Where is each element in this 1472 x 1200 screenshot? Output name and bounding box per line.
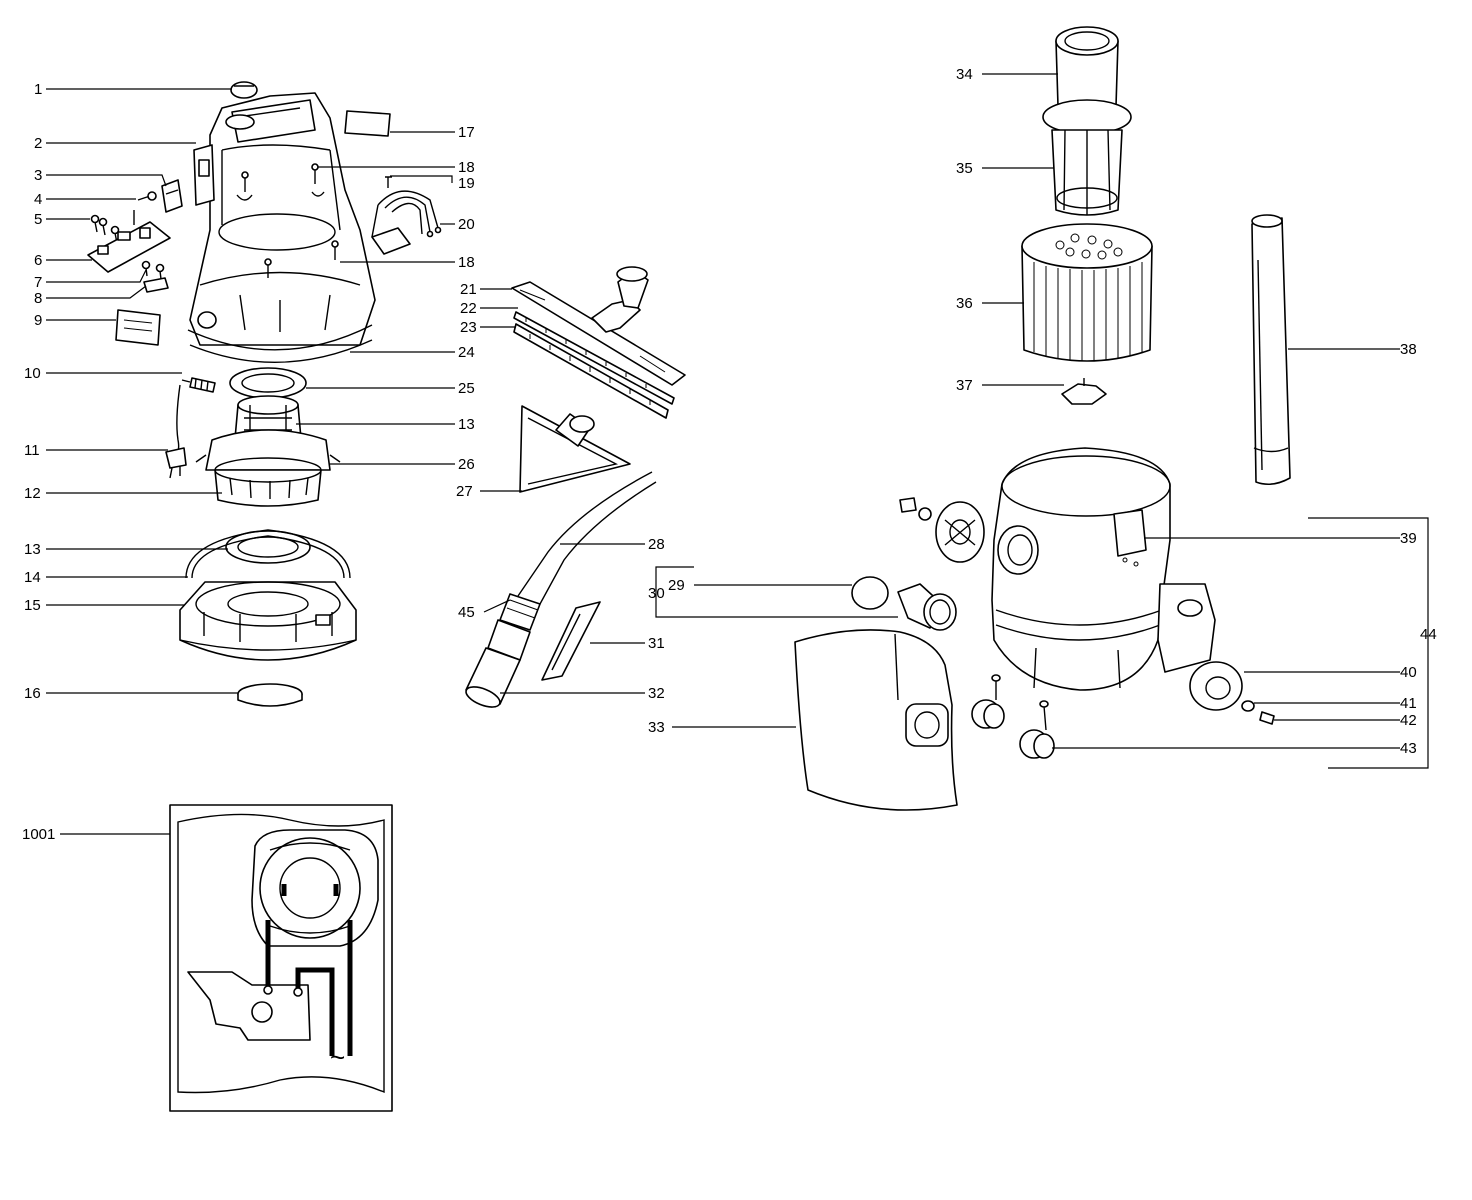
label-21: 21 bbox=[460, 281, 477, 298]
label-38: 38 bbox=[1400, 341, 1417, 358]
part-34-filter-cap bbox=[1055, 26, 1119, 107]
label-28: 28 bbox=[648, 536, 665, 553]
label-23: 23 bbox=[460, 319, 477, 336]
part-23-brush-strip bbox=[513, 323, 669, 419]
part-12-fan-housing bbox=[214, 457, 322, 507]
label-15: 15 bbox=[24, 597, 41, 614]
label-11: 11 bbox=[24, 442, 40, 459]
part-7-screws bbox=[141, 260, 165, 280]
label-2: 2 bbox=[34, 135, 42, 152]
label-27: 27 bbox=[456, 483, 473, 500]
part-21-floor-nozzle bbox=[511, 266, 686, 386]
label-1: 1 bbox=[34, 81, 42, 98]
label-35: 35 bbox=[956, 160, 973, 177]
ac-symbol: ~ bbox=[330, 1042, 345, 1072]
part-4-screw bbox=[137, 191, 157, 201]
part-28-hose bbox=[517, 471, 657, 605]
label-22: 22 bbox=[460, 300, 477, 317]
label-7: 7 bbox=[34, 274, 42, 291]
part-17-sticker bbox=[344, 110, 391, 137]
part-36-cartridge-filter bbox=[1021, 223, 1153, 362]
label-13-seal: 13 bbox=[24, 541, 41, 558]
label-34: 34 bbox=[956, 66, 973, 83]
part-1-knob bbox=[230, 81, 258, 99]
label-6: 6 bbox=[34, 252, 42, 269]
label-1001: 1001 bbox=[22, 826, 55, 843]
label-4: 4 bbox=[34, 191, 42, 208]
part-26-motor-bracket bbox=[195, 429, 341, 471]
part-10-cable-grommet bbox=[181, 377, 216, 393]
part-3-switch bbox=[161, 179, 183, 213]
part-18-screws bbox=[241, 163, 339, 278]
part-39-container bbox=[991, 447, 1216, 691]
label-8: 8 bbox=[34, 290, 42, 307]
label-42: 42 bbox=[1400, 712, 1417, 729]
label-17: 17 bbox=[458, 124, 475, 141]
part-41-washer bbox=[1241, 700, 1255, 712]
label-19: 19 bbox=[458, 175, 475, 192]
label-45: 45 bbox=[458, 604, 475, 621]
part-6-circuit-board bbox=[87, 210, 171, 273]
label-33: 33 bbox=[648, 719, 665, 736]
label-20: 20 bbox=[458, 216, 475, 233]
label-29: 29 bbox=[668, 577, 685, 594]
part-38-extension-tube bbox=[1251, 214, 1291, 486]
label-16: 16 bbox=[24, 685, 41, 702]
part-40-wheel bbox=[1189, 661, 1243, 711]
label-43: 43 bbox=[1400, 740, 1417, 757]
label-18-bottom: 18 bbox=[458, 254, 475, 271]
label-41: 41 bbox=[1400, 695, 1417, 712]
label-24: 24 bbox=[458, 344, 475, 361]
label-32: 32 bbox=[648, 685, 665, 702]
label-9: 9 bbox=[34, 312, 42, 329]
part-11-power-cord bbox=[165, 384, 187, 479]
part-labels: 1 2 3 4 5 6 7 8 9 10 11 12 13 13 14 15 1… bbox=[22, 66, 1437, 843]
part-29-filter-pad bbox=[851, 576, 889, 610]
label-3: 3 bbox=[34, 167, 42, 184]
label-39: 39 bbox=[1400, 530, 1417, 547]
leader-lines bbox=[46, 73, 1429, 835]
label-14: 14 bbox=[24, 569, 41, 586]
part-2-head-housing bbox=[187, 92, 376, 351]
label-40: 40 bbox=[1400, 664, 1417, 681]
label-31: 31 bbox=[648, 635, 665, 652]
part-42-screw bbox=[1259, 711, 1275, 725]
part-30-connector bbox=[897, 583, 957, 631]
part-27-upholstery-nozzle bbox=[519, 405, 631, 493]
label-44: 44 bbox=[1420, 626, 1437, 643]
part-15-base-housing bbox=[179, 581, 357, 661]
label-37: 37 bbox=[956, 377, 973, 394]
part-32-hose-handle bbox=[465, 619, 531, 708]
part-25-seal-ring bbox=[229, 367, 307, 399]
part-14-ring bbox=[185, 529, 351, 579]
part-44-wheel-hub bbox=[899, 497, 985, 563]
part-22-brush-strip bbox=[513, 311, 675, 405]
label-13-motor: 13 bbox=[458, 416, 475, 433]
part-20-cable-assembly bbox=[371, 190, 442, 255]
part-45-hose-coupling bbox=[499, 593, 541, 631]
part-19-screw bbox=[385, 176, 392, 188]
part-9-label-plate bbox=[115, 309, 161, 346]
part-33-dust-bag bbox=[794, 629, 958, 811]
wiring-inset: ~ bbox=[169, 804, 393, 1112]
part-16-filter-disc bbox=[237, 683, 303, 707]
label-25: 25 bbox=[458, 380, 475, 397]
label-18-top: 18 bbox=[458, 159, 475, 176]
part-8-clamp bbox=[143, 277, 169, 293]
label-10: 10 bbox=[24, 365, 41, 382]
label-5: 5 bbox=[34, 211, 42, 228]
part-37-wing-nut bbox=[1061, 378, 1107, 405]
part-43-castor-wheels bbox=[971, 674, 1055, 759]
label-12: 12 bbox=[24, 485, 41, 502]
label-26: 26 bbox=[458, 456, 475, 473]
part-24-gasket bbox=[189, 339, 373, 363]
label-30: 30 bbox=[648, 585, 665, 602]
label-36: 36 bbox=[956, 295, 973, 312]
part-31-crevice-nozzle bbox=[541, 601, 601, 681]
part-35-filter-cage bbox=[1042, 99, 1132, 216]
